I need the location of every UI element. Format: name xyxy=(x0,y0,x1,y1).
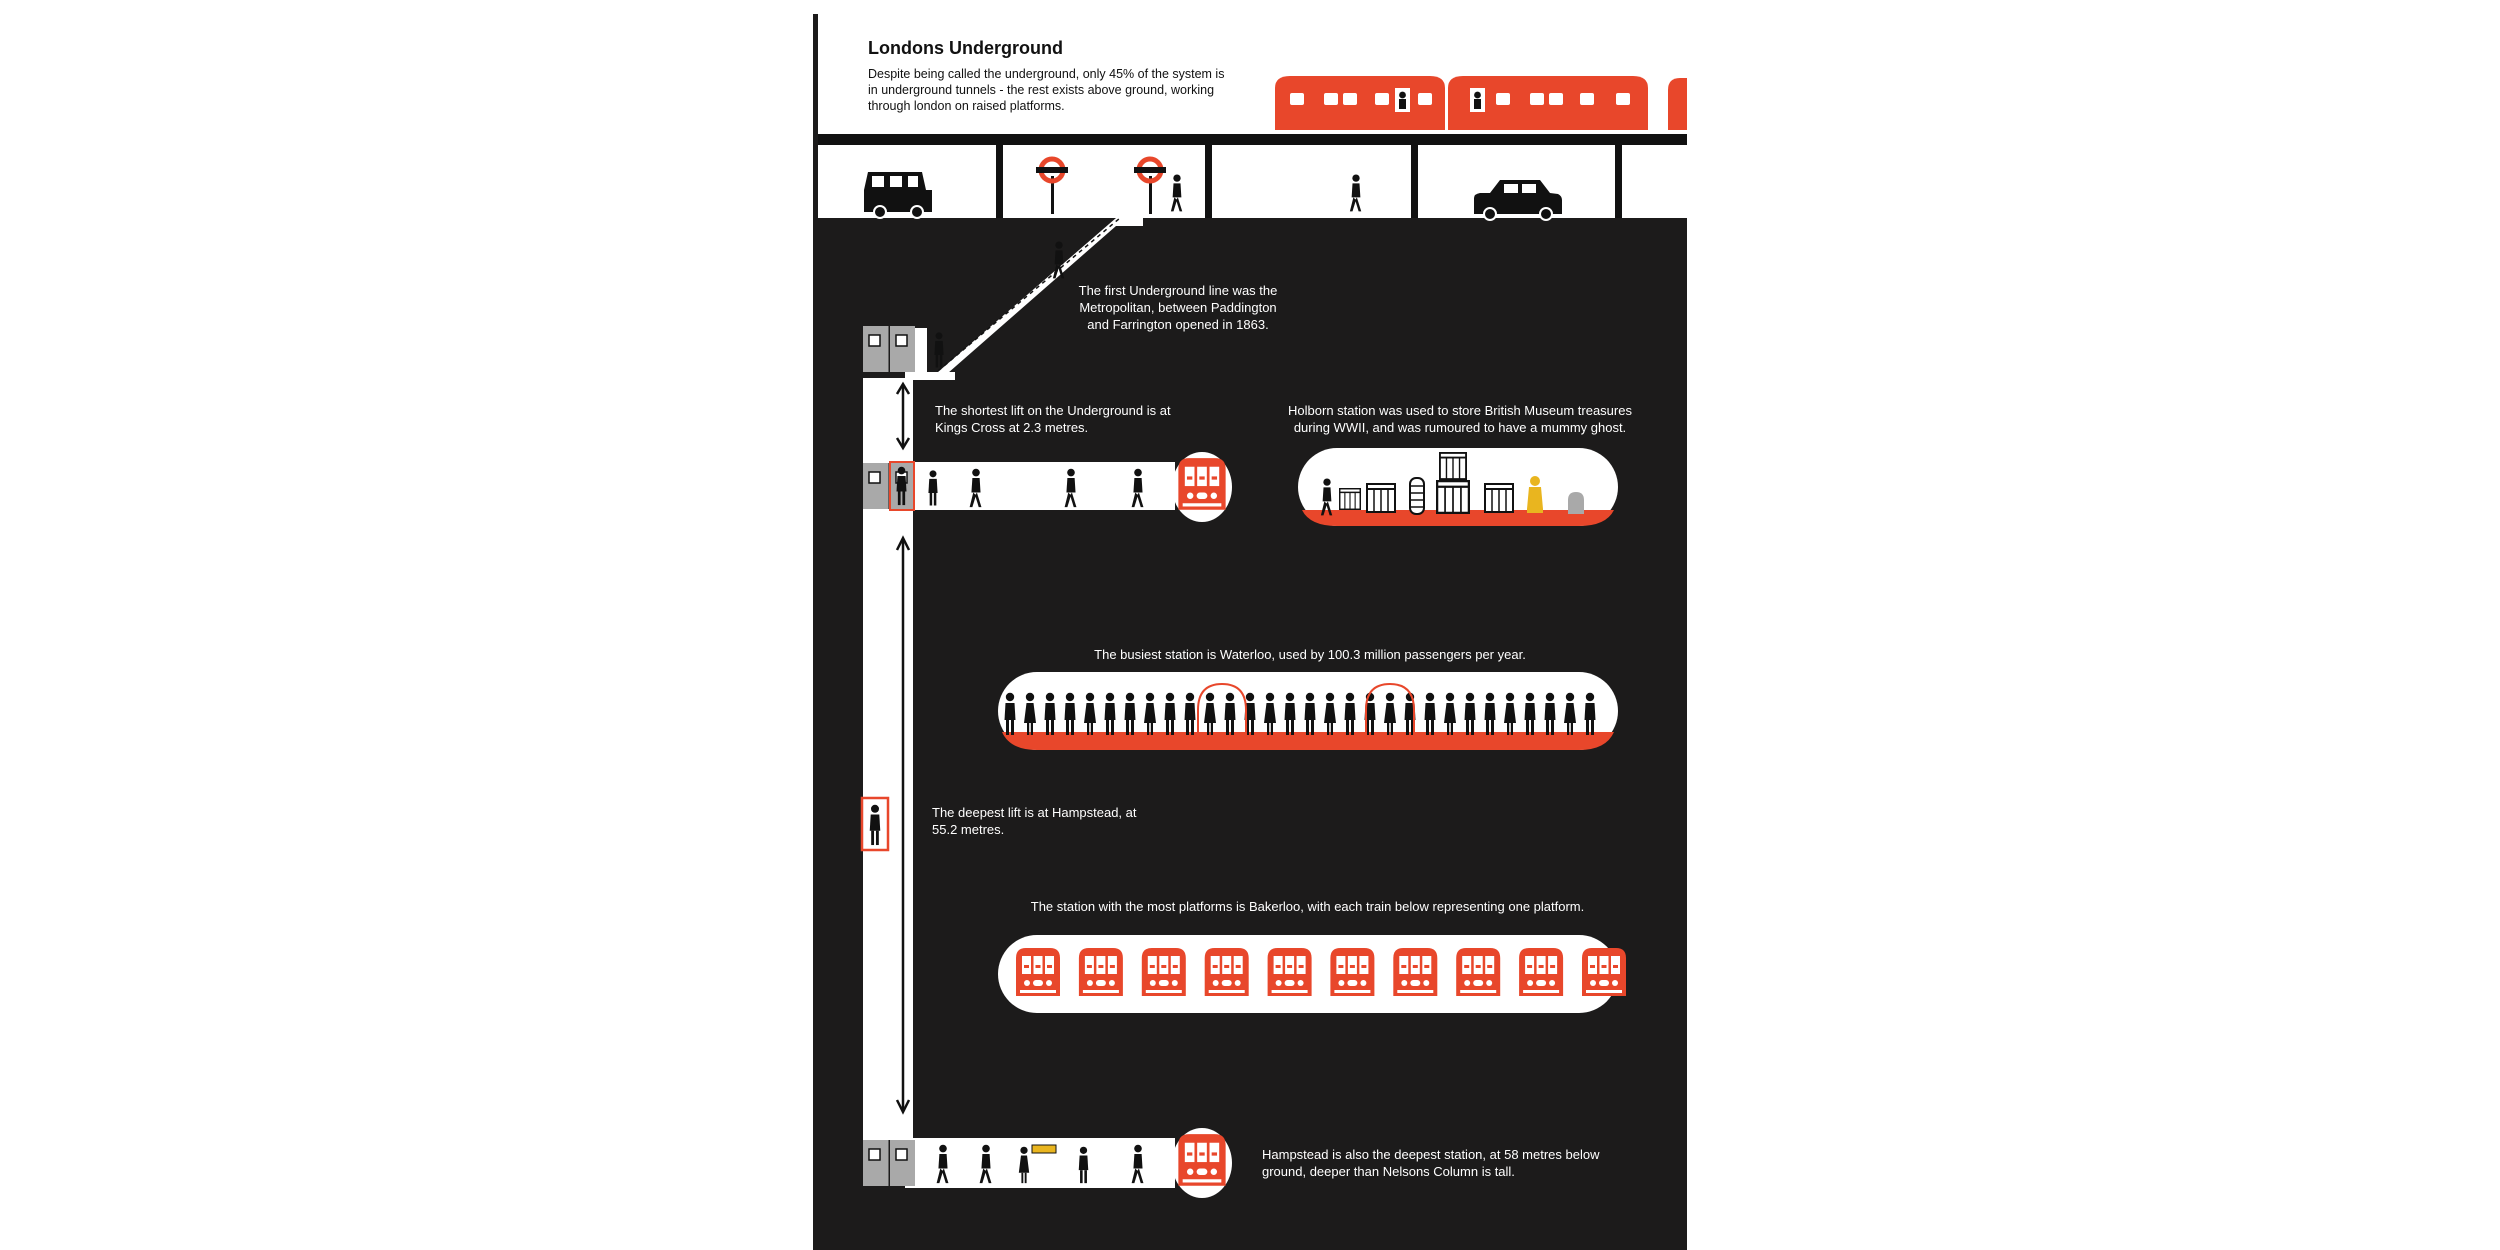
crate-icon xyxy=(1484,483,1514,513)
black-cab-icon xyxy=(864,172,932,219)
crate-icon xyxy=(1338,488,1362,510)
crate-icon xyxy=(1366,483,1396,513)
train-front-icon xyxy=(1519,948,1564,996)
tombstone-icon xyxy=(1568,492,1584,514)
gold-statue-icon xyxy=(1527,476,1543,513)
train-front-icon xyxy=(1016,948,1060,996)
train-front-icon xyxy=(1204,948,1249,996)
poster-background xyxy=(813,14,1687,1250)
crate-icon xyxy=(1436,480,1470,514)
train-front-icon xyxy=(1141,948,1186,996)
fact-holborn: Holborn station was used to store Britis… xyxy=(1288,403,1632,435)
lift-door-icon xyxy=(863,1139,915,1187)
train-front-icon xyxy=(1582,948,1626,996)
fact-deepest-lift: The deepest lift is at Hampstead, at 55.… xyxy=(932,805,1137,837)
lift-car-highlight xyxy=(889,461,915,511)
passenger-crowd xyxy=(1004,682,1596,740)
train-front-icon xyxy=(1078,948,1123,996)
track-pillars xyxy=(996,145,1622,218)
train-front-icon xyxy=(1330,948,1375,996)
train-front-icon xyxy=(1178,458,1226,510)
car-icon xyxy=(1474,180,1562,221)
train-front-icon xyxy=(1393,948,1438,996)
fact-most-platforms: The station with the most platforms is B… xyxy=(1030,899,1585,914)
crate-icon xyxy=(1438,452,1468,480)
highlight-arch xyxy=(1197,682,1247,740)
fact-first-line: The first Underground line was the Metro… xyxy=(1078,283,1278,332)
train-front-icon xyxy=(1178,1134,1226,1186)
mummy-icon xyxy=(1409,477,1425,515)
lift-door-icon xyxy=(863,326,915,372)
intro-text: Despite being called the underground, on… xyxy=(868,67,1225,113)
page-title: Londons Underground xyxy=(868,38,1063,58)
shortest-lift-arrow xyxy=(895,381,911,451)
fact-shortest-lift: The shortest lift on the Underground is … xyxy=(935,403,1171,435)
underground-roundel-icon xyxy=(1036,159,1068,214)
fact-busiest: The busiest station is Waterloo, used by… xyxy=(1094,647,1526,662)
deepest-lift-arrow xyxy=(895,535,911,1115)
kings-cross-corridor xyxy=(905,462,1175,510)
newspaper-icon xyxy=(1031,1144,1057,1154)
train-front-icon xyxy=(1456,948,1501,996)
train-front-icon xyxy=(1267,948,1312,996)
fact-deepest-station: Hampstead is also the deepest station, a… xyxy=(1262,1147,1600,1179)
surface-train xyxy=(1275,76,1687,130)
underground-roundel-icon xyxy=(1134,159,1166,214)
highlight-arch xyxy=(1365,682,1415,740)
elevated-track xyxy=(818,134,1687,145)
